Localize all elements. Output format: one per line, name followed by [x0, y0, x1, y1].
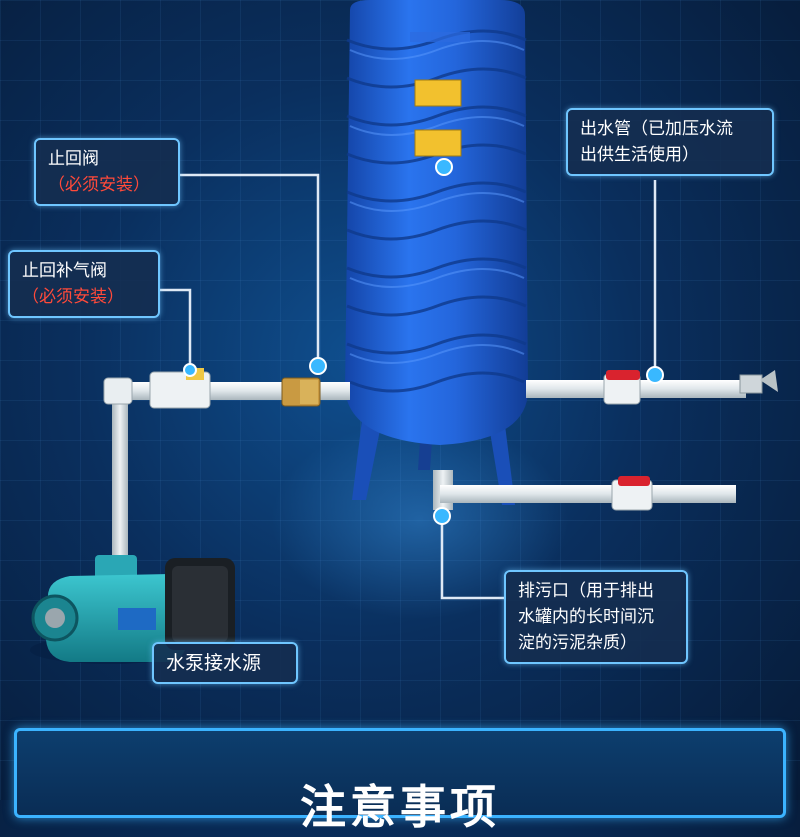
callout-check-valve: 止回阀 （必须安装） [34, 138, 180, 206]
banner-title: 注意事项 [300, 780, 500, 834]
system-illustration [30, 0, 778, 664]
outlet-pipe [526, 370, 778, 405]
pump-source-label: 水泵接水源 [166, 652, 262, 674]
drain-line2: 水罐内的长时间沉 [518, 607, 654, 627]
marker-dots [183, 158, 664, 525]
drain-line1: 排污口（用于排出 [518, 581, 654, 601]
outlet-pipe-line1: 出水管（已加压水流 [580, 119, 733, 139]
drain-pipe [433, 470, 736, 511]
drain-line3: 淀的污泥杂质） [518, 633, 637, 653]
notice-banner: 注意事项 [14, 728, 786, 834]
air-valve-note: （必须安装） [22, 287, 124, 307]
pressure-tank [345, 0, 528, 445]
air-valve-label: 止回补气阀 [22, 261, 107, 281]
connector-lines [160, 173, 657, 600]
outlet-pipe-line2: 出供生活使用） [580, 145, 699, 165]
inlet-pipe [103, 368, 350, 565]
callout-air-valve: 止回补气阀 （必须安装） [8, 250, 160, 318]
callout-pump-source: 水泵接水源 [152, 642, 298, 684]
check-valve-note: （必须安装） [48, 175, 150, 195]
callout-drain: 排污口（用于排出 水罐内的长时间沉 淀的污泥杂质） [504, 570, 688, 664]
water-pump [30, 555, 235, 664]
callout-outlet-pipe: 出水管（已加压水流 出供生活使用） [566, 108, 774, 176]
check-valve-label: 止回阀 [48, 149, 99, 169]
